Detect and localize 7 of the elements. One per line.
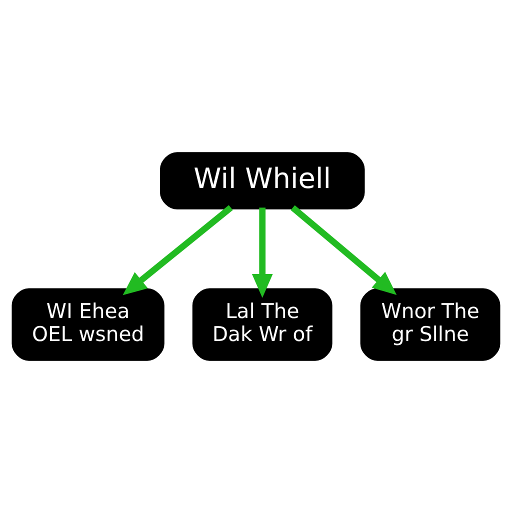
- node-box: WI Ehea OEL wsned: [12, 288, 164, 360]
- arrow: [122, 204, 233, 295]
- arrow: [290, 204, 397, 295]
- node-box: Lal The Dak Wr of: [192, 288, 332, 360]
- node-box: Wnor The gr Sllne: [360, 288, 500, 360]
- node-box: Wil Whiell: [160, 152, 365, 209]
- arrow: [252, 207, 273, 298]
